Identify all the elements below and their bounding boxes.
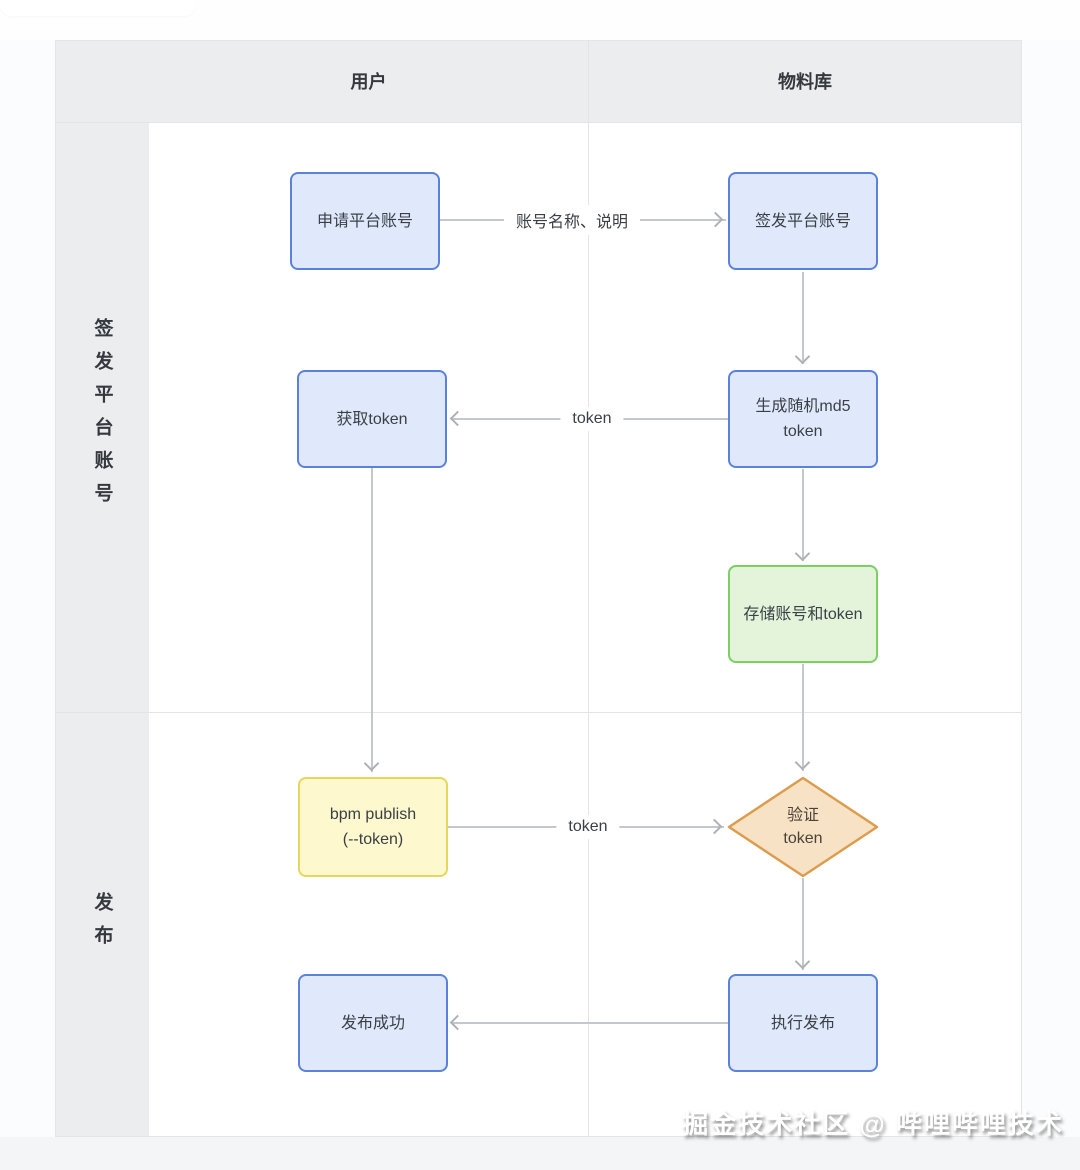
column-header-user: 用户	[350, 72, 387, 92]
edge-line	[802, 469, 804, 561]
node-apply-platform-account: 申请平台账号	[290, 172, 440, 270]
column-divider	[588, 40, 589, 1137]
top-corner-blob	[0, 0, 196, 16]
lane-label-publish: 发布	[91, 891, 113, 958]
lane-divider	[55, 712, 1022, 713]
bottom-strip	[0, 1137, 1080, 1170]
lane-label-issue-account: 签发平台账号	[91, 318, 113, 516]
node-generate-md5-token: 生成随机md5 token	[728, 370, 878, 468]
node-publish-success: 发布成功	[298, 974, 448, 1072]
node-label-line2: (--token)	[342, 831, 404, 848]
node-label: 验证 token	[726, 776, 880, 878]
node-label: 执行发布	[770, 1014, 835, 1032]
header-row	[149, 40, 1022, 122]
node-bpm-publish: bpm publish (--token)	[298, 777, 448, 877]
node-label: 获取token	[336, 410, 408, 428]
edge-line	[802, 878, 804, 970]
node-issue-platform-account: 签发平台账号	[728, 172, 878, 270]
edge-label: token	[556, 815, 620, 839]
node-label-line2: token	[783, 830, 823, 847]
decision-diamond-icon	[727, 776, 879, 878]
node-label-line2: token	[783, 423, 823, 440]
node-execute-publish: 执行发布	[728, 974, 878, 1072]
column-header-material: 物料库	[778, 72, 832, 92]
edge-line	[452, 1022, 728, 1024]
edge-label: token	[560, 407, 624, 431]
node-label-line1: 验证	[786, 807, 819, 824]
edge-line	[802, 664, 804, 771]
node-label-line1: bpm publish	[329, 806, 417, 823]
node-label: 发布成功	[340, 1014, 405, 1032]
node-label: 存储账号和token	[743, 605, 863, 623]
node-label: 签发平台账号	[754, 212, 851, 230]
edge-label: 账号名称、说明	[503, 205, 641, 235]
edge-line	[371, 466, 373, 772]
table-outer-border	[55, 40, 1022, 1137]
node-store-account-token: 存储账号和token	[728, 565, 878, 663]
node-label: 申请平台账号	[316, 212, 413, 230]
header-divider	[55, 122, 1022, 123]
node-label-line1: 生成随机md5	[755, 398, 851, 415]
watermark-text: 掘金技术社区 @ 哔哩哔哩技术	[682, 1109, 1064, 1139]
edge-line	[802, 272, 804, 364]
node-verify-token-decision: 验证 token	[726, 776, 880, 878]
lane-label-column	[55, 40, 149, 1137]
node-get-token: 获取token	[297, 370, 447, 468]
